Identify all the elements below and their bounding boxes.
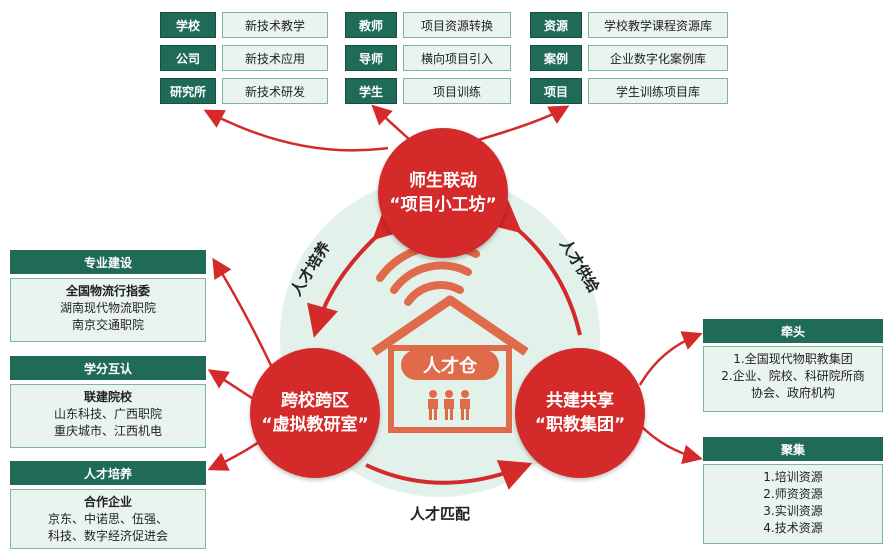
left-box-line: 南京交通职院 (71, 318, 144, 332)
group-text: 企业数字化案例库 (588, 45, 728, 71)
group-tag: 学校 (160, 12, 216, 38)
right-header-1: 牵头 (703, 319, 883, 343)
center-label: 人才仓 (423, 356, 477, 377)
right-box-1: 1.全国现代物职教集团 2.企业、院校、科研院所商 协会、政府机构 (703, 346, 883, 412)
group-tag: 研究所 (160, 78, 216, 104)
group-text: 新技术应用 (222, 45, 328, 71)
left-box-title: 联建院校 (83, 390, 132, 404)
group-tag: 案例 (530, 45, 582, 71)
right-box-line: 4.技术资源 (763, 521, 823, 535)
right-box-line: 协会、政府机构 (750, 386, 835, 400)
arrow-bottom-flow (365, 460, 533, 490)
people-icon (428, 390, 470, 420)
left-box-line: 科技、数字经济促进会 (47, 529, 168, 543)
group-tag: 导师 (345, 45, 397, 71)
arrow-left-flow (307, 206, 407, 338)
group-tag: 学生 (345, 78, 397, 104)
circle-left-line2: “虚拟教研室” (261, 415, 369, 435)
right-box-line: 1.培训资源 (763, 470, 823, 484)
group-tag: 资源 (530, 12, 582, 38)
arrow-to-right-1 (638, 331, 703, 386)
circle-top-line1: 师生联动 (409, 171, 477, 191)
left-box-line: 山东科技、广西职院 (53, 407, 162, 421)
group-tag: 项目 (530, 78, 582, 104)
arrow-right-flow (487, 200, 582, 336)
left-box-line: 重庆城市、江西机电 (53, 424, 162, 438)
arrow-to-group-3 (477, 105, 570, 142)
right-header-2: 聚集 (703, 437, 883, 461)
circle-top-line2: “项目小工坊” (389, 195, 497, 215)
right-box-line: 2.师资资源 (763, 487, 823, 501)
group-tag: 教师 (345, 12, 397, 38)
group-text: 项目训练 (403, 78, 511, 104)
circle-right-line1: 共建共享 (546, 391, 614, 411)
arrow-to-group-2 (371, 104, 411, 141)
group-text: 学校教学课程资源库 (588, 12, 728, 38)
circle-right-line2: “职教集团” (534, 415, 626, 435)
left-header-1: 专业建设 (10, 250, 206, 274)
right-box-line: 1.全国现代物职教集团 (733, 352, 853, 366)
circle-right: 共建共享 “职教集团” (515, 348, 645, 478)
arrow-to-left-3 (207, 438, 263, 471)
group-text: 项目资源转换 (403, 12, 511, 38)
left-box-1: 全国物流行指委 湖南现代物流职院 南京交通职院 (10, 278, 206, 342)
left-header-2: 学分互认 (10, 356, 206, 380)
left-box-3: 合作企业 京东、中诺思、伍强、 科技、数字经济促进会 (10, 489, 206, 549)
arrow-to-group-1 (203, 109, 389, 152)
left-header-3: 人才培养 (10, 461, 206, 485)
left-box-title: 全国物流行指委 (65, 284, 150, 298)
circle-left: 跨校跨区 “虚拟教研室” (250, 348, 380, 478)
left-box-line: 京东、中诺思、伍强、 (47, 512, 168, 526)
flow-label-bottom: 人才匹配 (410, 505, 471, 523)
circle-top: 师生联动 “项目小工坊” (378, 128, 508, 258)
arrow-to-left-2 (207, 369, 259, 404)
right-box-2: 1.培训资源 2.师资资源 3.实训资源 4.技术资源 (703, 464, 883, 544)
left-box-line: 湖南现代物流职院 (59, 301, 156, 315)
group-text: 横向项目引入 (403, 45, 511, 71)
right-box-line: 2.企业、院校、科研院所商 (721, 369, 865, 383)
group-text: 学生训练项目库 (588, 78, 728, 104)
left-box-title: 合作企业 (83, 495, 132, 509)
arrow-to-right-2 (639, 424, 703, 465)
group-text: 新技术教学 (222, 12, 328, 38)
left-box-2: 联建院校 山东科技、广西职院 重庆城市、江西机电 (10, 384, 206, 448)
circle-left-line1: 跨校跨区 (281, 391, 349, 411)
right-box-line: 3.实训资源 (763, 504, 823, 518)
group-text: 新技术研发 (222, 78, 328, 104)
house-icon (371, 295, 529, 433)
group-tag: 公司 (160, 45, 216, 71)
arrow-to-left-1 (212, 257, 280, 381)
